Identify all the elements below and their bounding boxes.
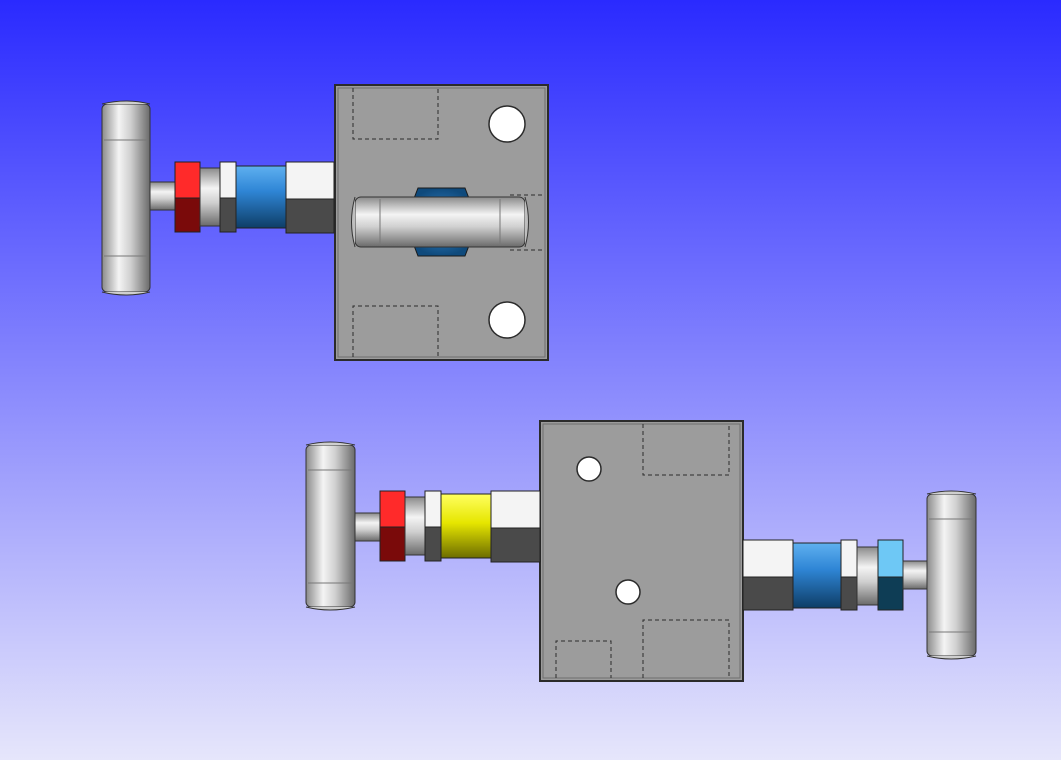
t-handle-left-top (101, 100, 151, 296)
t-handle-right-bottom (926, 490, 977, 660)
port-hole-bottom-2 (615, 579, 641, 605)
mounting-hole-top-1 (488, 105, 526, 143)
hidden-lines-top (352, 88, 545, 357)
mounting-hole-top-2 (488, 301, 526, 339)
blue-bonnet-bottom (792, 542, 842, 609)
packing-hex-bottom-left (490, 490, 541, 529)
bottom-manifold-assembly (305, 420, 977, 682)
packing-hex-top (285, 161, 335, 200)
manifold-plate-bottom (539, 420, 744, 682)
packing-hex-bottom-right (742, 539, 794, 578)
right-valve-bottom (742, 539, 932, 611)
port-hole-bottom-1 (576, 456, 602, 482)
hidden-lines-bottom (555, 424, 730, 678)
top-valve-assembly (101, 84, 549, 361)
red-lock-nut-top (174, 161, 201, 199)
yellow-bonnet (440, 493, 492, 559)
left-valve-bottom (351, 490, 541, 563)
red-lock-nut-bottom (379, 490, 406, 528)
cyan-lock-nut (877, 539, 904, 578)
t-handle-on-plate (351, 196, 529, 248)
blue-bonnet-top (235, 165, 287, 229)
t-handle-left-bottom (305, 441, 356, 611)
left-valve-top (149, 161, 335, 234)
